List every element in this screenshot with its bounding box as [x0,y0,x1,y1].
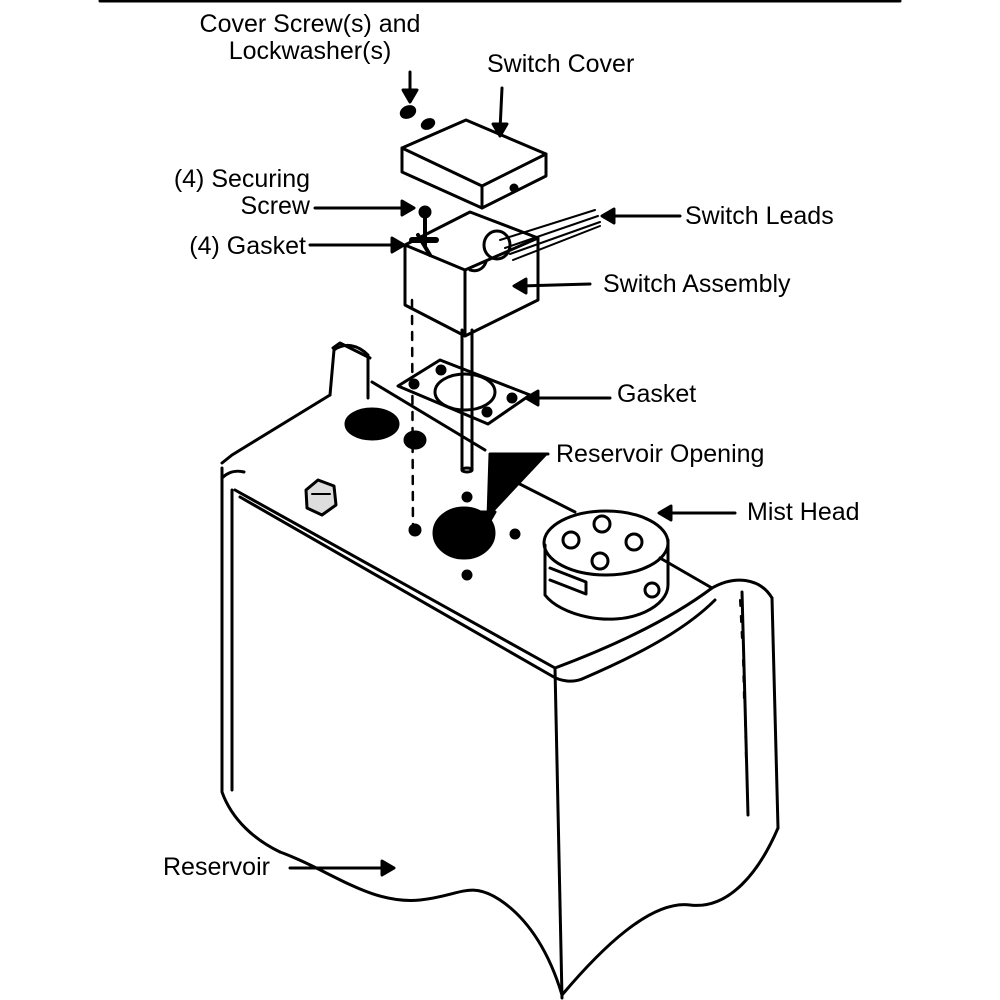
label-reservoir: Reservoir [163,853,270,881]
reservoir-opening-hole [432,506,496,560]
label-cover-screws-line2: Lockwasher(s) [228,37,392,65]
small-hole-2 [461,491,473,503]
label-cover-screws-line1: Cover Screw(s) and [199,10,421,38]
label-switch-assembly: Switch Assembly [603,270,791,298]
small-hole-3 [509,528,521,540]
label-securing-screw-line1: (4) Securing [173,165,310,193]
fill-plug [304,478,338,517]
switch-assembly [403,205,601,338]
gasket-plate [396,358,532,426]
label-gasket-small: (4) Gasket [189,232,306,260]
switch-cover [400,118,548,210]
back-bracket [328,341,372,400]
float-shaft [460,328,474,474]
top-left-hole [344,407,400,441]
label-reservoir-opening: Reservoir Opening [556,440,765,468]
cover-screws [399,105,436,130]
label-securing-screw-line2: Screw [240,192,310,220]
label-gasket: Gasket [617,380,697,408]
reservoir-body [220,380,780,1000]
small-hole-4 [461,569,473,581]
small-hole-5 [408,523,422,537]
label-mist-head: Mist Head [747,498,860,526]
mist-head [542,509,670,621]
leader-arrows [288,70,737,877]
small-hole-1 [403,430,427,450]
label-switch-leads: Switch Leads [685,202,834,230]
alignment-dash-1 [410,298,415,540]
label-switch-cover: Switch Cover [487,50,635,78]
